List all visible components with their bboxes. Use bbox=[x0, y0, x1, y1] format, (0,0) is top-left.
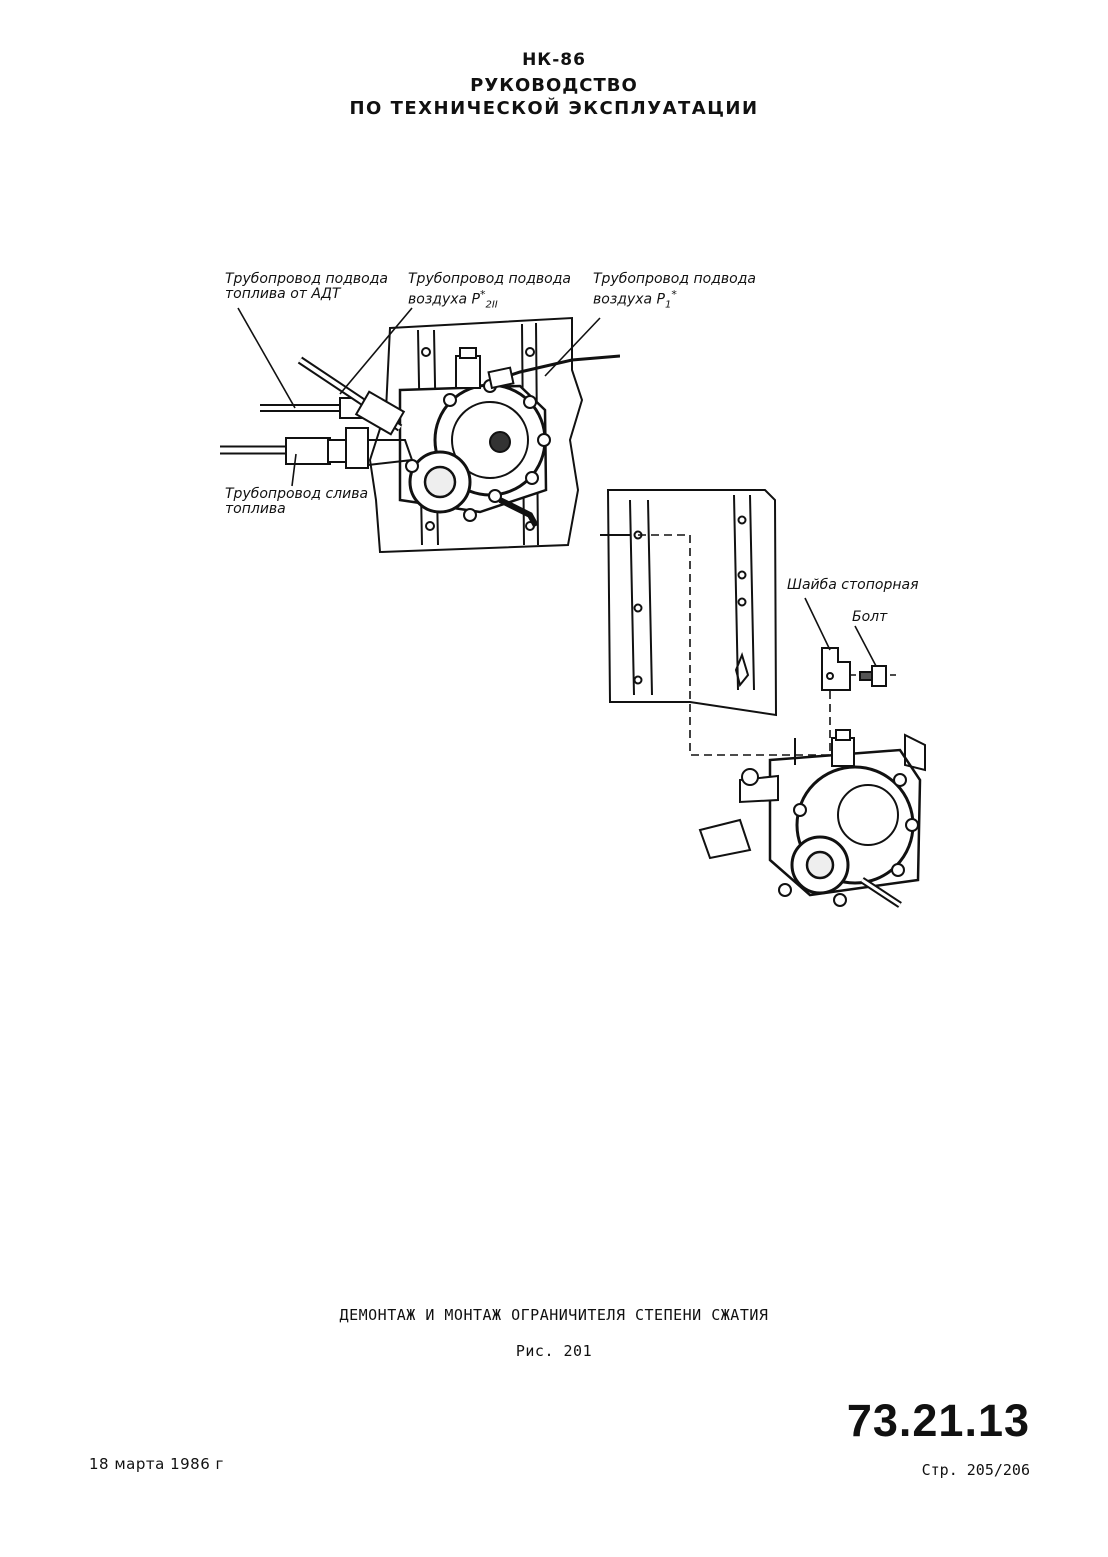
callout-fuel-supply: Трубопровод подвода топлива от АДТ bbox=[225, 271, 388, 302]
figure-number: Рис. 201 bbox=[515, 1342, 593, 1360]
exploded-view-illustration bbox=[600, 489, 926, 908]
callout-drain: Трубопровод слива топлива bbox=[225, 486, 369, 517]
leader-lines-top bbox=[237, 307, 601, 487]
page-number: Стр. 205/206 bbox=[921, 1461, 1030, 1479]
figure-title: ДЕМОНТАЖ И МОНТАЖ ОГРАНИЧИТЕЛЯ СТЕПЕНИ С… bbox=[339, 1306, 769, 1324]
callout-air-p1: Трубопровод подвода воздуха P1* bbox=[593, 271, 756, 311]
callout-air-p2: Трубопровод подвода воздуха P*2II bbox=[408, 271, 571, 311]
doc-subtitle: ПО ТЕХНИЧЕСКОЙ ЭКСПЛУАТАЦИИ bbox=[349, 98, 759, 119]
document-number: 73.21.13 bbox=[846, 1395, 1030, 1446]
issue-date: 18 марта 1986 г bbox=[89, 1455, 224, 1473]
callout-bolt: Болт bbox=[852, 609, 888, 625]
doc-model: НК-86 bbox=[522, 50, 586, 70]
callout-lock-washer: Шайба стопорная bbox=[787, 577, 919, 593]
doc-title: РУКОВОДСТВО bbox=[470, 75, 638, 96]
installed-unit-illustration bbox=[220, 316, 620, 554]
